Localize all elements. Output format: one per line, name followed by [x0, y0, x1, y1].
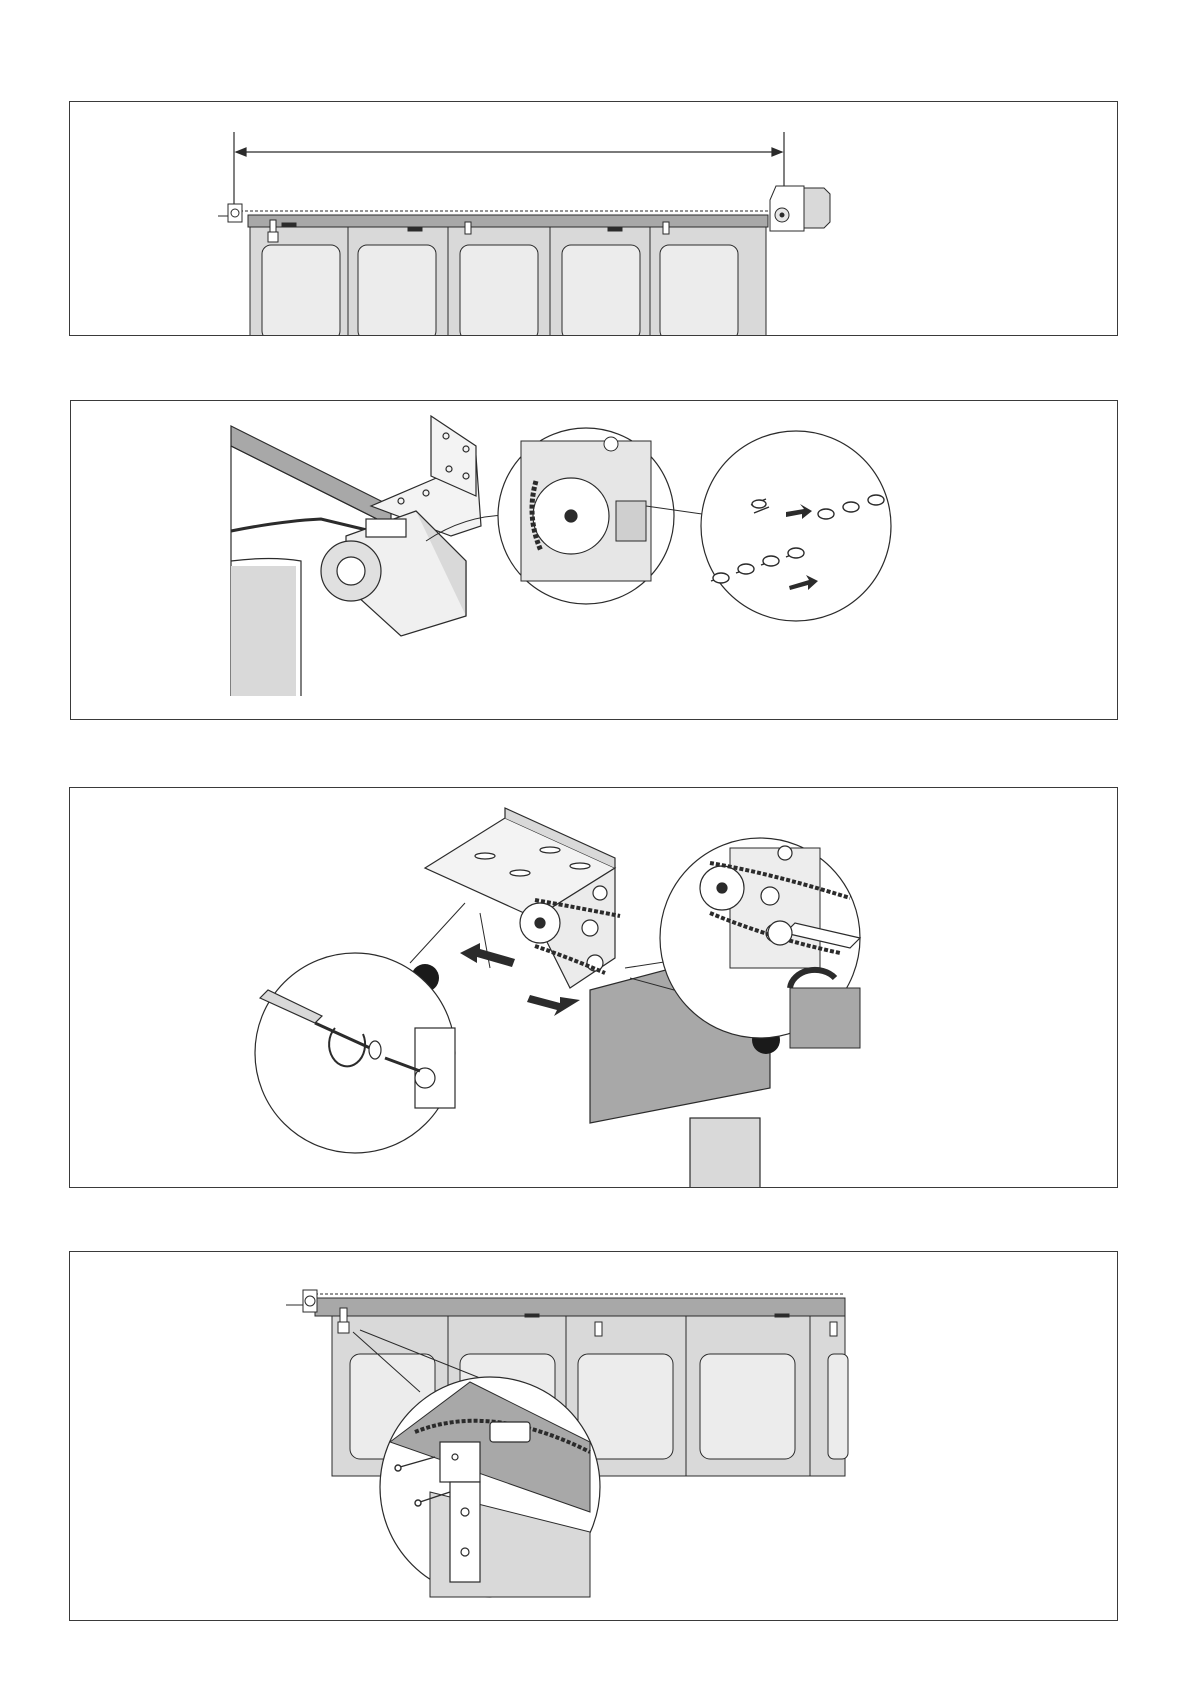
figure-rail-overview: [69, 101, 1118, 336]
sprocket-detail-circle: [498, 428, 674, 604]
chain-detail-circle: [701, 431, 891, 621]
leader-line: [410, 903, 490, 968]
screwdriver-detail-circle: [255, 953, 455, 1153]
door-arm-attachment-drawing: [70, 1252, 1118, 1621]
sprocket-icon: [533, 478, 609, 554]
bracket-icon: [425, 808, 615, 988]
rail: [230, 211, 770, 227]
figure-chain-connection: [70, 400, 1118, 720]
chain-tensioning-drawing: [70, 788, 1118, 1188]
figure-door-arm-attachment: [69, 1251, 1118, 1621]
motor-unit-icon: [770, 186, 830, 231]
chain-connection-drawing: [71, 401, 1118, 720]
rail-overview-drawing: [70, 102, 1118, 336]
end-bracket-icon: [286, 1290, 317, 1312]
rail: [310, 1294, 845, 1316]
dimension-line: [234, 132, 784, 214]
figure-chain-tensioning: [69, 787, 1118, 1188]
end-bracket-icon: [218, 204, 242, 222]
door-panels: [250, 227, 766, 336]
arm-attachment-detail-circle: [380, 1377, 600, 1597]
